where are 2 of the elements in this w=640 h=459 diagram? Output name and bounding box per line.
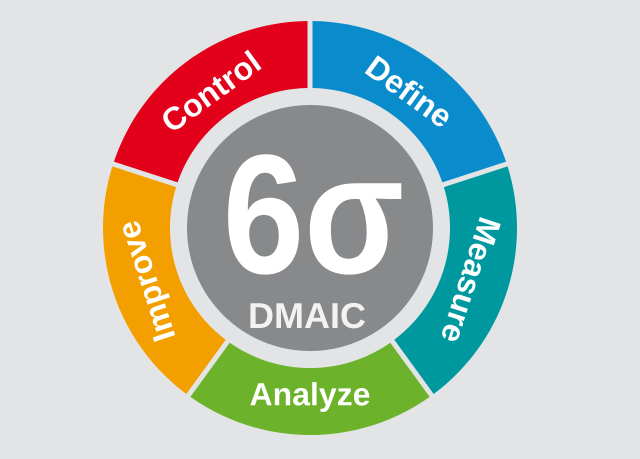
ring-segment: Improve [103, 166, 226, 394]
ring-segment: Analyze [190, 342, 430, 435]
